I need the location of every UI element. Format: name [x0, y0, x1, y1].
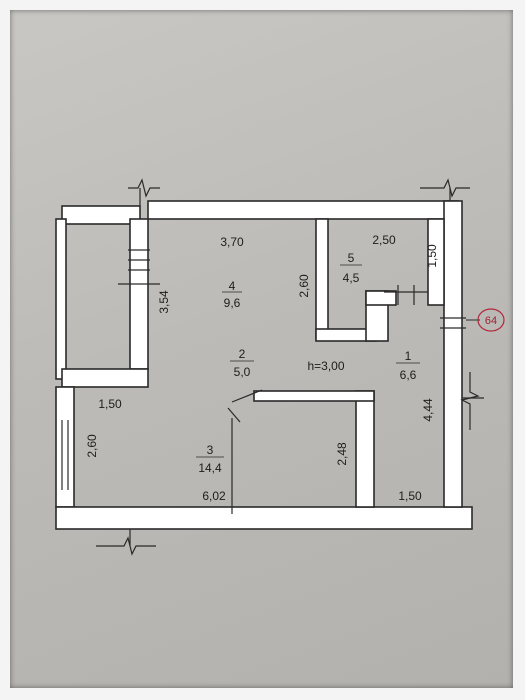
- walls: [55, 200, 473, 530]
- break-mark-top-left: [128, 178, 160, 198]
- wall-room1-left: [355, 390, 375, 508]
- dim-2-48: 2,48: [335, 442, 349, 466]
- room4-area: 9,6: [224, 296, 241, 310]
- dim-2-50: 2,50: [372, 233, 396, 247]
- wall-bottom: [55, 506, 473, 530]
- dimension-labels: 3,70 2,50 1,50 2,60 3,54 1,50 2,60 6,02 …: [85, 233, 439, 503]
- door-room3-leaf: [227, 407, 241, 423]
- wall-left-lower: [55, 386, 75, 508]
- break-mark-right: [460, 372, 480, 430]
- wall-top-right: [147, 200, 459, 220]
- room2-area: 5,0: [234, 365, 251, 379]
- wall-left-outer-top: [55, 218, 67, 380]
- dim-2-60-left: 2,60: [85, 434, 99, 458]
- ceiling-height: h=3,00: [307, 359, 344, 373]
- dim-6-02: 6,02: [202, 489, 226, 503]
- room3-area: 14,4: [198, 461, 222, 475]
- apartment-badge: 64: [466, 308, 505, 332]
- dim-2-60-mid: 2,60: [297, 274, 311, 298]
- dim-1-50-bottom: 1,50: [398, 489, 422, 503]
- wall-room3-top: [253, 390, 375, 402]
- room4-number: 4: [229, 279, 236, 293]
- dim-3-70: 3,70: [220, 235, 244, 249]
- break-mark-bottom: [96, 536, 156, 556]
- room5-area: 4,5: [343, 271, 360, 285]
- paper-sheet: [10, 10, 513, 688]
- room3-number: 3: [207, 443, 214, 457]
- apartment-number: 64: [485, 315, 497, 327]
- room1-number: 1: [405, 349, 412, 363]
- room-labels: 4 9,6 5 4,5 2 5,0 1 6,6 3 14,4 h=3,00: [196, 251, 420, 475]
- room1-area: 6,6: [400, 368, 417, 382]
- dim-1-50-top: 1,50: [425, 244, 439, 268]
- wall-room5-left: [315, 218, 329, 340]
- wall-room4-left: [129, 218, 149, 370]
- wall-room5-right: [427, 218, 445, 306]
- dim-1-50-left: 1,50: [98, 397, 122, 411]
- room5-number: 5: [348, 251, 355, 265]
- wall-top-left: [61, 205, 141, 225]
- wall-right-outer: [443, 200, 463, 508]
- badge-circle: [477, 308, 505, 332]
- wall-step-left: [61, 368, 149, 388]
- dim-4-44: 4,44: [421, 398, 435, 422]
- openings: [61, 178, 484, 556]
- room2-number: 2: [239, 347, 246, 361]
- door-room3-arc: [231, 389, 263, 403]
- dim-3-54: 3,54: [157, 290, 171, 314]
- wall-room5-notch-top: [365, 290, 397, 306]
- break-mark-top-right: [420, 178, 470, 198]
